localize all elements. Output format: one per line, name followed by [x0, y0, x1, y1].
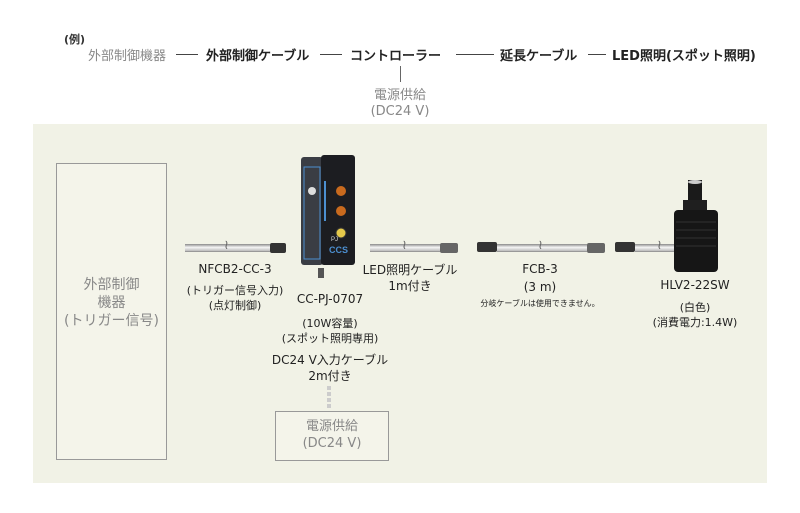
chain-external-device: 外部制御機器 — [88, 49, 167, 64]
controller-note-2: (スポット照明専用) — [281, 332, 379, 345]
power-supply-box: 電源供給 (DC24 V) — [275, 411, 389, 461]
extension-cable-note: 分岐ケーブルは使用できません。 — [480, 299, 600, 308]
light-model: HLV2-22SW — [660, 278, 730, 292]
cable-break-icon: ≀ — [538, 238, 543, 253]
external-device-label: 外部制御 機器 (トリガー信号) — [56, 276, 167, 330]
power-connector-line — [400, 66, 401, 82]
extension-plug-right-icon — [587, 243, 605, 253]
extension-cable-wire — [497, 244, 587, 252]
example-label: (例) — [64, 33, 86, 46]
input-cable-label: DC24 V入力ケーブル — [271, 353, 389, 367]
cable-break-icon: ≀ — [402, 238, 407, 253]
trigger-cable-wire — [185, 244, 270, 252]
cable-break-icon: ≀ — [657, 238, 662, 253]
trigger-cable-model: NFCB2-CC-3 — [198, 262, 272, 276]
external-device-box — [56, 163, 167, 460]
controller-cable-stub — [318, 268, 324, 278]
chain-external-cable: 外部制御ケーブル — [206, 49, 310, 64]
led-cable-name: LED照明ケーブル — [362, 263, 458, 277]
controller-series: PJ — [331, 237, 338, 243]
led-cable-wire — [370, 244, 442, 252]
led-cable-label: LED照明ケーブル 1m付き — [355, 262, 465, 294]
light-plug-icon — [615, 242, 635, 252]
chain-connector — [456, 54, 494, 55]
chain-led-light: LED照明(スポット照明) — [612, 49, 756, 64]
controller-brand: CCS — [329, 245, 348, 255]
spot-light-device — [674, 180, 718, 272]
power-box-voltage: (DC24 V) — [302, 436, 362, 451]
ext-line-2: 機器 — [97, 295, 126, 311]
trigger-note-1: (トリガー信号入力) — [186, 284, 284, 297]
trigger-note-2: (点灯制御) — [208, 299, 262, 312]
chain-connector — [588, 54, 606, 55]
chain-connector — [320, 54, 342, 55]
chain-power-supply: 電源供給 (DC24 V) — [340, 88, 460, 120]
controller-input-cable: DC24 V入力ケーブル 2m付き — [265, 352, 395, 384]
chain-connector — [176, 54, 198, 55]
light-note-2: (消費電力:1.4W) — [652, 316, 738, 329]
power-box-label: 電源供給 — [305, 419, 358, 434]
power-dotted-line — [327, 386, 331, 410]
controller-note-1: (10W容量) — [302, 317, 358, 330]
led-cable-plug-icon — [440, 243, 458, 253]
extension-plug-left-icon — [477, 242, 497, 252]
cable-break-icon: ≀ — [224, 238, 229, 253]
trigger-cable-notes: (トリガー信号入力) (点灯制御) — [175, 283, 295, 313]
light-notes: (白色) (消費電力:1.4W) — [630, 300, 760, 330]
controller-notes: (10W容量) (スポット照明専用) — [265, 316, 395, 346]
chain-controller: コントローラー — [350, 49, 442, 64]
extension-cable-model: FCB-3 — [522, 262, 558, 276]
connection-chain: 外部制御機器 外部制御ケーブル コントローラー 延長ケーブル LED照明(スポッ… — [0, 45, 800, 65]
controller-device: CCS PJ — [301, 155, 355, 265]
chain-extension-cable: 延長ケーブル — [500, 49, 578, 64]
light-cable-wire — [635, 244, 675, 252]
extension-cable-length: (3 m) — [523, 280, 557, 294]
input-cable-length: 2m付き — [308, 369, 352, 383]
power-supply-label: 電源供給 — [373, 88, 426, 103]
led-cable-length: 1m付き — [388, 279, 432, 293]
controller-model: CC-PJ-0707 — [296, 292, 364, 306]
power-supply-voltage: (DC24 V) — [370, 104, 430, 119]
ext-line-1: 外部制御 — [83, 277, 140, 293]
trigger-plug-icon — [270, 243, 286, 253]
ext-line-3: (トリガー信号) — [64, 313, 159, 329]
light-note-1: (白色) — [679, 301, 711, 314]
